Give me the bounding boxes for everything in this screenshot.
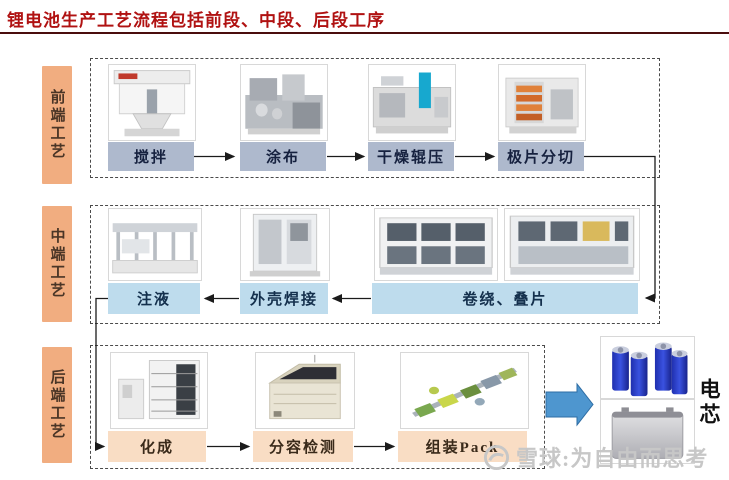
step-pack-assembly: 组装Pack xyxy=(398,431,527,462)
machine-photo-formation xyxy=(110,352,208,429)
step-slitting: 极片分切 xyxy=(498,142,584,171)
step-coating: 涂布 xyxy=(240,142,326,171)
machine-photo-mixing xyxy=(108,64,196,141)
back-stage-box xyxy=(90,345,545,469)
blue-cylindrical-cells-photo xyxy=(600,336,695,399)
step-electrolyte-injection: 注液 xyxy=(108,283,200,314)
page-title: 锂电池生产工艺流程包括前段、中段、后段工序 xyxy=(7,11,385,30)
machine-photo-coating xyxy=(240,64,328,141)
output-cell-label: 电芯 xyxy=(697,378,721,428)
xueqiu-logo xyxy=(483,444,510,470)
machine-photo-injection xyxy=(108,208,202,281)
machine-photo-stacking xyxy=(504,208,640,281)
watermark-text: 雪球:为自由而思考 xyxy=(516,446,709,471)
title-underline xyxy=(0,32,729,34)
step-winding-stacking: 卷绕、叠片 xyxy=(372,283,638,314)
side-label-back-stage: 后端工艺 xyxy=(42,347,72,463)
machine-photo-winding xyxy=(374,208,498,281)
machine-photo-shell-welding xyxy=(240,208,330,281)
machine-photo-slitting xyxy=(498,64,586,141)
big-output-arrow xyxy=(545,382,594,427)
machine-photo-drying-calendering xyxy=(368,64,456,141)
machine-photo-capacity-grading xyxy=(255,352,355,429)
side-label-front-stage: 前端工艺 xyxy=(42,66,72,184)
side-label-middle-stage: 中端工艺 xyxy=(42,206,72,322)
watermark: 雪球:为自由而思考 xyxy=(483,441,708,473)
machine-photo-pack-assembly-line xyxy=(400,352,529,429)
step-drying-calendering: 干燥辊压 xyxy=(368,142,454,171)
step-formation: 化成 xyxy=(108,431,206,462)
step-capacity-grading: 分容检测 xyxy=(253,431,353,462)
front-stage-box xyxy=(90,58,660,178)
silver-prismatic-cell-photo xyxy=(600,399,695,464)
step-mixing: 搅拌 xyxy=(108,142,194,171)
step-shell-welding: 外壳焊接 xyxy=(240,283,328,314)
middle-stage-box xyxy=(90,205,660,324)
